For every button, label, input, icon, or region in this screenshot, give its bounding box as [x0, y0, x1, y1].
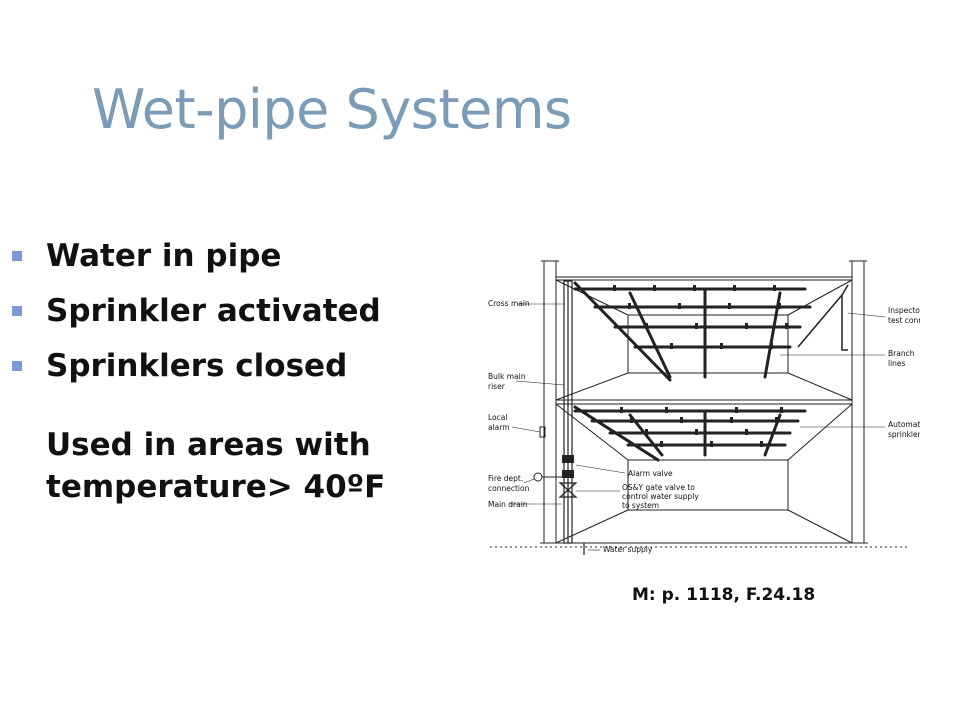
alarm-valve	[562, 455, 574, 478]
bullet-text: Water in pipe	[46, 238, 282, 274]
label-local: Local	[488, 413, 507, 422]
bullet-item: Sprinklers closed	[10, 344, 381, 399]
label-alarm-valve: Alarm valve	[628, 469, 673, 478]
leader-lines	[510, 303, 886, 551]
usage-note-line: temperature> 40ºF	[46, 469, 386, 505]
label-main-drain: Main drain	[488, 500, 528, 509]
upper-room-backwall	[627, 314, 789, 374]
label-osy-line1: OS&Y gate valve to	[622, 483, 695, 492]
bullet-text: Sprinklers closed	[46, 348, 348, 384]
figure-caption: M: p. 1118, F.24.18	[632, 585, 816, 605]
gate-valve-icon	[558, 482, 578, 498]
usage-note: Used in areas with temperature> 40ºF	[46, 424, 385, 508]
label-alarm: alarm	[488, 423, 510, 432]
label-cross-main: Cross main	[488, 299, 530, 308]
label-sprinklers: sprinklers	[888, 430, 920, 439]
label-inspectors: Inspector's	[888, 306, 920, 315]
inspector-test-pipe	[841, 284, 849, 351]
label-osy-line2: control water supply	[622, 492, 699, 501]
label-automatic: Automatic	[888, 420, 920, 429]
label-lines: lines	[888, 359, 906, 368]
slide-title: Wet-pipe Systems	[92, 78, 572, 141]
bullet-text: Sprinkler activated	[46, 293, 381, 329]
wet-pipe-diagram: Cross main Bulk main riser Local alarm F…	[488, 260, 920, 555]
bullet-square-icon	[12, 361, 22, 371]
bulk-main-riser	[563, 280, 585, 555]
bullet-item: Sprinkler activated	[10, 289, 381, 344]
right-wall	[851, 260, 865, 544]
label-osy-line3: to system	[622, 501, 659, 510]
left-wall	[543, 260, 557, 544]
sprinkler-heads	[613, 285, 788, 447]
label-water-supply: Water supply	[603, 545, 653, 554]
lower-room-backwall	[627, 459, 789, 511]
label-test-connection: test connection	[888, 316, 920, 325]
label-riser: riser	[488, 382, 506, 391]
usage-note-line: Used in areas with	[46, 427, 371, 463]
bullet-item: Water in pipe	[10, 234, 381, 289]
bullet-list: Water in pipe Sprinkler activated Sprink…	[10, 234, 381, 399]
label-fire-dept: Fire dept.	[488, 474, 523, 483]
fire-dept-connection-icon	[533, 472, 543, 482]
lower-piping	[573, 405, 807, 462]
label-branch: Branch	[888, 349, 915, 358]
label-connection: connection	[488, 484, 530, 493]
upper-piping	[573, 281, 812, 382]
bullet-square-icon	[12, 306, 22, 316]
label-bulk-main: Bulk main	[488, 372, 526, 381]
bullet-square-icon	[12, 251, 22, 261]
